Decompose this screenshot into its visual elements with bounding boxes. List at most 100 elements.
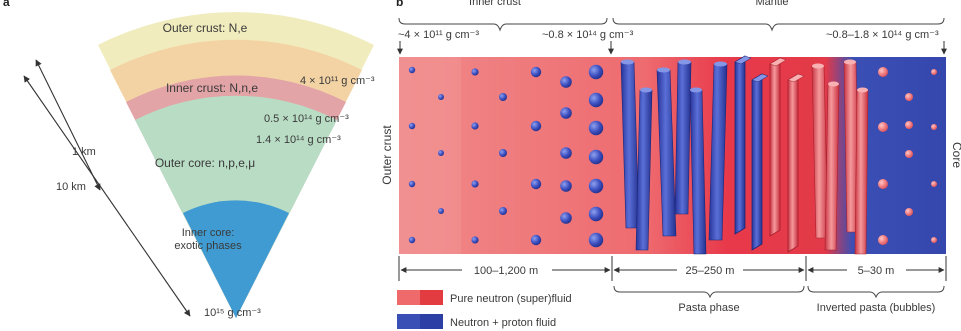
inner-crust-label: Inner crust: N,n,e (166, 81, 258, 95)
nucleus-sphere (588, 120, 604, 136)
bubble (931, 237, 937, 243)
nucleus-sphere (530, 234, 542, 246)
range-1-label: 100–1,200 m (474, 265, 538, 277)
bubble (905, 93, 913, 101)
nucleus-sphere (530, 120, 542, 132)
mantle-brace (612, 17, 945, 32)
nucleus-sphere (438, 94, 444, 100)
nucleus-sphere (471, 122, 479, 130)
outer-crust-side-label: Outer crust (380, 125, 394, 185)
legend-swatch-neutron-a (397, 290, 420, 305)
pasta-rods (620, 55, 869, 255)
nucleus-sphere (499, 93, 507, 101)
range-2-label: 25–250 m (686, 265, 735, 277)
outermost-shade (399, 57, 461, 254)
nucleus-sphere (560, 147, 572, 159)
bubble (878, 179, 888, 189)
nucleus-sphere (530, 66, 542, 78)
scale-label-10km: 10 km (56, 181, 86, 193)
nucleus-sphere (588, 206, 604, 222)
panel-b-letter: b (396, 0, 403, 9)
pasta-slab-top (734, 55, 752, 65)
bubble (878, 67, 888, 77)
pasta-slab (769, 57, 781, 237)
nucleus-sphere (560, 76, 572, 88)
pasta-rod-cap (714, 61, 727, 67)
nucleus-sphere (499, 149, 507, 157)
nucleus-sphere (560, 107, 572, 119)
pasta-phase-label: Pasta phase (678, 302, 739, 314)
scale-arrow-10km (23, 75, 191, 317)
pasta-rod-cap (657, 67, 670, 73)
density-left-label: ~4 × 10¹¹ g cm⁻³ (398, 29, 479, 41)
scale-arrow-1km (35, 59, 101, 191)
inner-crust-brace (398, 17, 608, 32)
pasta-brace (613, 285, 805, 299)
bubble (878, 122, 888, 132)
nucleus-sphere (471, 236, 479, 244)
scale-label-1km: 1 km (72, 146, 96, 158)
nucleus-sphere (408, 236, 416, 244)
nucleus-sphere (408, 180, 416, 188)
nucleus-sphere (499, 207, 507, 215)
legend-label-np: Neutron + proton fluid (450, 317, 556, 329)
nucleus-sphere (560, 212, 572, 224)
nucleus-sphere (588, 92, 604, 108)
pasta-slab (734, 55, 746, 235)
pasta-slab-top (751, 73, 769, 83)
pasta-rod-cap (640, 87, 652, 93)
pasta-rod-cap (690, 87, 702, 93)
density-label-3: 1.4 × 10¹⁴ g cm⁻³ (256, 134, 341, 146)
inner-crust-header: Inner crust (469, 0, 521, 8)
inner-core-label-line2: exotic phases (174, 240, 242, 252)
nucleus-sphere (588, 178, 604, 194)
nucleus-sphere (438, 150, 444, 156)
inverted-pasta-label: Inverted pasta (bubbles) (817, 302, 936, 314)
pasta-rod-cap (678, 59, 691, 65)
pasta-rod-cap (621, 59, 634, 65)
nucleus-sphere (588, 149, 604, 165)
legend-swatch-neutron-b (420, 290, 443, 305)
inverted-rod-cap (857, 87, 868, 93)
legend-swatch-np-b (420, 314, 443, 329)
bubble (931, 124, 937, 130)
outer-core-label: Outer core: n,p,e,μ (155, 156, 255, 170)
pasta-rod (674, 61, 692, 215)
panel-a-letter: a (3, 0, 10, 9)
bubble (931, 181, 937, 187)
nucleus-sphere (408, 122, 416, 130)
nucleus-sphere (438, 208, 444, 214)
bubble (878, 235, 888, 245)
legend: Pure neutron (super)fluid Neutron + prot… (397, 290, 572, 329)
bubble (931, 69, 937, 75)
density-label-4: 10¹⁵ g cm⁻³ (204, 307, 261, 319)
inner-core-label-line1: Inner core: (182, 227, 235, 239)
bubble (905, 150, 913, 158)
nucleus-sphere (471, 68, 479, 76)
outer-crust-label: Outer crust: N,e (163, 21, 248, 35)
inverted-rod (854, 89, 869, 255)
density-label-2: 0.5 × 10¹⁴ g cm⁻³ (264, 113, 349, 125)
pasta-slab (787, 73, 799, 253)
nucleus-sphere (408, 66, 416, 74)
bubbles (878, 67, 937, 245)
pasta-slab-top (787, 73, 805, 83)
nuclei-spheres (408, 64, 604, 248)
inverted-rod-cap (828, 81, 839, 87)
core-side-label: Core (950, 142, 961, 168)
pasta-slab (751, 73, 763, 251)
nucleus-sphere (530, 178, 542, 190)
pasta-slab-top (769, 57, 787, 67)
legend-swatch-np-a (397, 314, 420, 329)
inverted-pasta-brace (807, 285, 945, 299)
layer-inner-core (183, 200, 289, 318)
density-mid-label: ~0.8 × 10¹⁴ g cm⁻³ (542, 29, 634, 41)
range-3-label: 5–30 m (858, 265, 895, 277)
mantle-header: Mantle (755, 0, 788, 8)
nucleus-sphere (588, 232, 604, 248)
density-label-1: 4 × 10¹¹ g cm⁻³ (300, 75, 375, 87)
density-right-label: ~0.8–1.8 × 10¹⁴ g cm⁻³ (826, 29, 939, 41)
inverted-rod-cap (812, 63, 824, 69)
nucleus-sphere (588, 64, 604, 80)
